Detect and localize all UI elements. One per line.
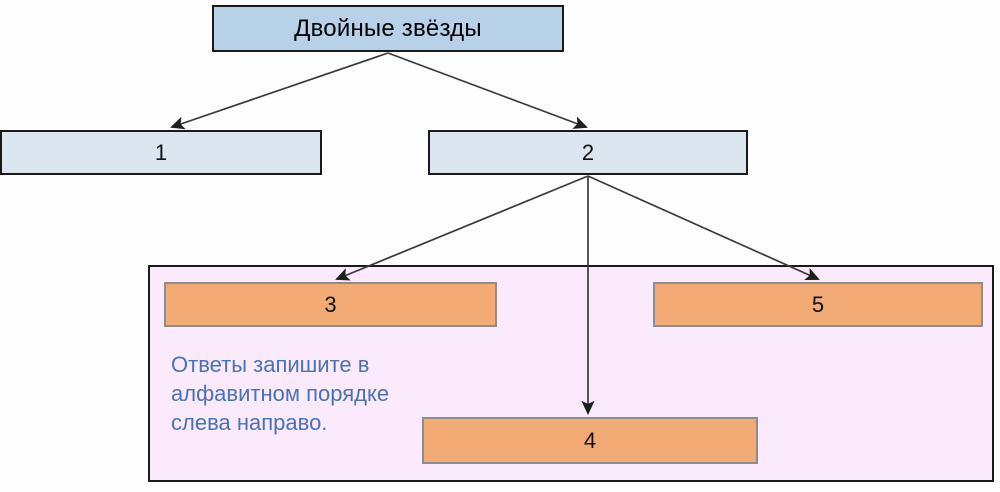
node-title[interactable]: Двойные звёзды — [212, 5, 564, 52]
connector-2-to-5 — [587, 175, 820, 281]
connector-title-to-1 — [170, 52, 389, 130]
node-1[interactable]: 1 — [0, 130, 322, 175]
node-4[interactable]: 4 — [422, 417, 758, 464]
connector-2-to-3 — [335, 175, 589, 281]
connector-title-to-2 — [387, 52, 588, 129]
instruction-note: Ответы запишите в алфавитном порядке сле… — [171, 352, 396, 435]
node-5[interactable]: 5 — [653, 282, 983, 327]
node-2[interactable]: 2 — [428, 130, 748, 175]
node-3[interactable]: 3 — [164, 282, 497, 327]
